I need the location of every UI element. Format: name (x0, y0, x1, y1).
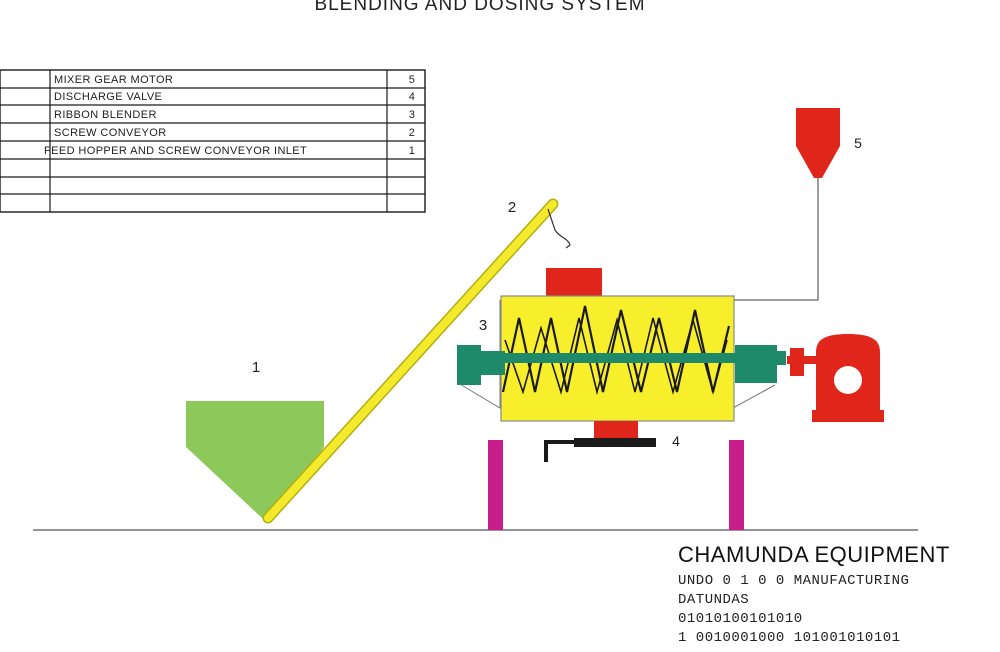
blender-leg-right (729, 440, 744, 530)
table-row-4-number: 2 (409, 127, 416, 139)
table-row-1-number: 5 (409, 74, 416, 86)
discharge-valve (544, 421, 656, 462)
drawing-title: BLENDING AND DOSING SYSTEM (314, 0, 646, 15)
callout-feed-hopper: 1 (252, 359, 260, 376)
callout-screw-conveyor: 2 (508, 199, 516, 216)
table-row-5-description: FEED HOPPER AND SCREW CONVEYOR INLET (44, 145, 307, 157)
table-row-5-number: 1 (409, 145, 416, 157)
screw-conveyor (262, 198, 571, 524)
table-row-4-description: SCREW CONVEYOR (54, 127, 167, 139)
table-row-1-description: MIXER GEAR MOTOR (54, 74, 173, 86)
callout-ribbon-blender: 3 (479, 317, 487, 334)
table-row-3-number: 3 (409, 109, 416, 121)
company-line-2: DATUNDAS (678, 592, 750, 608)
table-row-2-description: DISCHARGE VALVE (54, 91, 162, 103)
company-info: CHAMUNDA EQUIPMENT UNDO 0 1 0 0 MANUFACT… (678, 538, 998, 648)
callout-dosing-hopper: 5 (854, 135, 862, 151)
company-name: CHAMUNDA EQUIPMENT (678, 542, 950, 567)
dosing-hopper (733, 108, 840, 301)
mixer-shaft (457, 345, 786, 385)
mixer-gear-motor (812, 334, 884, 422)
table-row-3-description: RIBBON BLENDER (54, 109, 157, 121)
company-line-1: UNDO 0 1 0 0 MANUFACTURING (678, 573, 910, 589)
feed-hopper (186, 401, 324, 518)
company-line-3: 01010100101010 (678, 611, 803, 627)
blender-inlet (546, 268, 602, 298)
table-row-2-number: 4 (409, 91, 416, 103)
blender-leg-left (488, 440, 503, 530)
company-line-4: 1 0010001000 101001010101 (678, 630, 901, 646)
callout-discharge-valve: 4 (672, 433, 680, 449)
parts-table: MIXER GEAR MOTOR 5 DISCHARGE VALVE 4 RIB… (0, 69, 426, 213)
